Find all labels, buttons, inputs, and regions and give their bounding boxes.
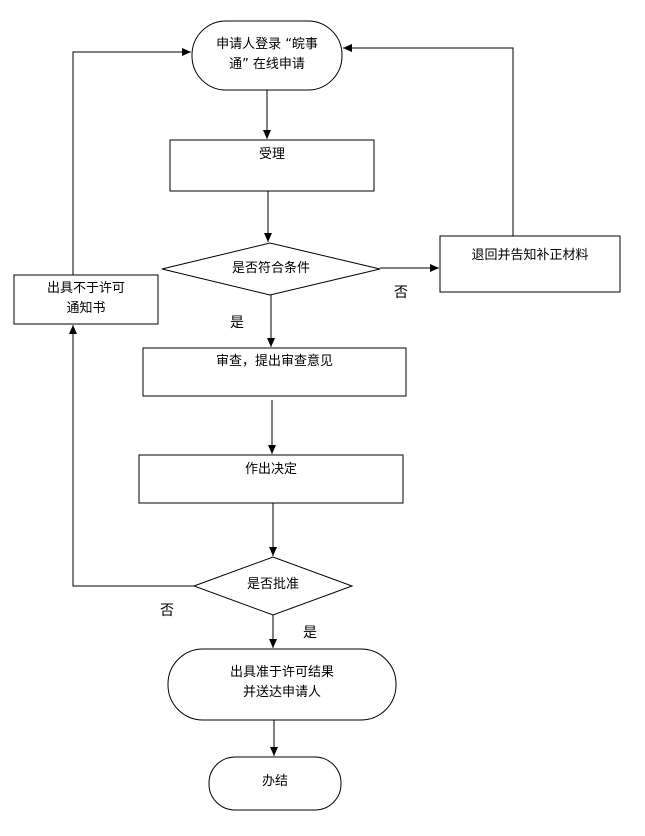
decide-box: [138, 454, 404, 504]
branch-label-yes-approve: 是: [303, 625, 317, 641]
result-text: 出具准于许可结果 并送达申请人: [168, 663, 396, 703]
approve-diamond: [192, 556, 354, 616]
not-permit-text-line2: 通知书: [66, 301, 106, 316]
not-permit-text-line1: 出具不于许可: [46, 281, 125, 296]
accept-text: 受理: [258, 147, 285, 162]
start-text-line2: 通” 在线申请: [229, 57, 305, 72]
accept-box: [169, 139, 375, 192]
branch-label-no-approve: 否: [160, 603, 174, 619]
branch-label-yes-condition: 是: [230, 315, 244, 331]
decide-text: 作出决定: [244, 462, 297, 477]
branch-label-no-condition: 否: [394, 285, 408, 301]
arrow-approve-to-not-permit: [69, 325, 194, 587]
return-materials-text: 退回并告知补正材料: [471, 248, 589, 263]
review-text: 审查，提出审查意见: [215, 354, 333, 369]
not-permit-text: 出具不于许可 通知书: [14, 279, 158, 319]
result-terminal: [167, 648, 397, 721]
finish-terminal: [208, 756, 342, 811]
finish-text: 办结: [261, 774, 288, 789]
arrow-not-permit-to-start: [72, 48, 191, 275]
return-box: [439, 235, 621, 293]
not-permit-box: [13, 274, 159, 325]
review-box: [142, 347, 407, 397]
result-text-line1: 出具准于许可结果: [229, 665, 334, 680]
result-text-line2: 并送达申请人: [242, 685, 321, 700]
start-text-line1: 申请人登录 “皖事: [216, 37, 318, 52]
approve-question-text: 是否批准: [246, 577, 299, 592]
start-text: 申请人登录 “皖事 通” 在线申请: [192, 35, 342, 75]
check-condition-text: 是否符合条件: [231, 261, 310, 276]
arrow-return-to-start: [343, 44, 514, 236]
condition-diamond: [161, 242, 381, 296]
